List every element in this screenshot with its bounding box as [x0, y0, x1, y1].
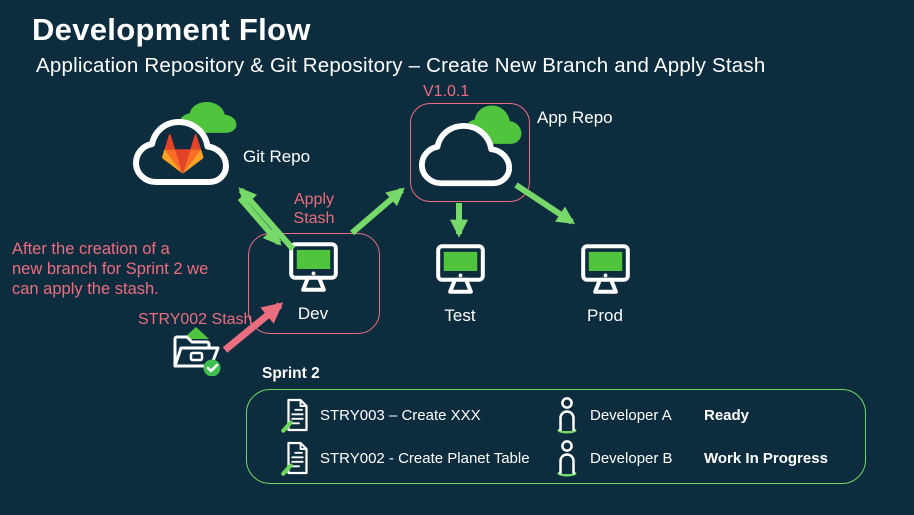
- gitlab-tanuki-icon: [162, 133, 204, 174]
- dev-node: [288, 241, 339, 297]
- story-doc-icon: [281, 398, 308, 433]
- page-title: Development Flow: [32, 12, 311, 47]
- story-label: STRY002 - Create Planet Table: [320, 449, 530, 467]
- prod-label: Prod: [587, 306, 623, 325]
- note-text: After the creation of a new branch for S…: [12, 240, 209, 298]
- status-badge: Work In Progress: [704, 449, 828, 467]
- story-doc-icon: [281, 441, 308, 476]
- sprint-item-row: STRY002 - Create Planet Table Developer …: [281, 439, 828, 477]
- person-icon: [557, 397, 577, 434]
- arrow-dev-to-app: [350, 187, 405, 236]
- stash-node: [170, 326, 224, 376]
- sprint-title: Sprint 2: [262, 365, 320, 382]
- git-repo-node: [123, 88, 248, 198]
- monitor-icon: [289, 242, 338, 292]
- story-label: STRY003 – Create XXX: [320, 406, 481, 424]
- pencil-icon: [281, 420, 293, 433]
- apply-stash-label: Apply Stash: [293, 191, 335, 227]
- status-badge: Ready: [704, 406, 750, 424]
- pencil-icon: [281, 463, 293, 476]
- cloud-icon: [418, 105, 522, 187]
- monitor-icon: [436, 244, 485, 294]
- git-repo-label: Git Repo: [243, 147, 311, 166]
- green-roof-icon: [183, 327, 209, 339]
- page-subtitle: Application Repository & Git Repository …: [36, 54, 766, 77]
- folder-check-icon: [173, 327, 221, 376]
- app-repo-label: App Repo: [537, 108, 613, 127]
- assignee-label: Developer B: [590, 449, 673, 467]
- gitlab-cloud-icon: [133, 102, 237, 185]
- prod-node: [580, 243, 631, 299]
- sprint-box: STRY003 – Create XXX Developer A Ready S…: [246, 389, 866, 484]
- monitor-icon: [581, 244, 630, 294]
- sprint-item-row: STRY003 – Create XXX Developer A Ready: [281, 396, 749, 434]
- app-repo-box: [410, 103, 530, 202]
- dev-label: Dev: [297, 304, 329, 323]
- test-label: Test: [444, 306, 476, 325]
- check-icon: [203, 359, 221, 376]
- test-node: [435, 243, 486, 299]
- person-icon: [557, 440, 577, 477]
- assignee-label: Developer A: [590, 406, 672, 424]
- app-version-label: V1.0.1: [423, 83, 470, 100]
- app-repo-node: [408, 96, 533, 196]
- cloud-outline-icon: [418, 122, 513, 187]
- dev-box: [248, 233, 380, 334]
